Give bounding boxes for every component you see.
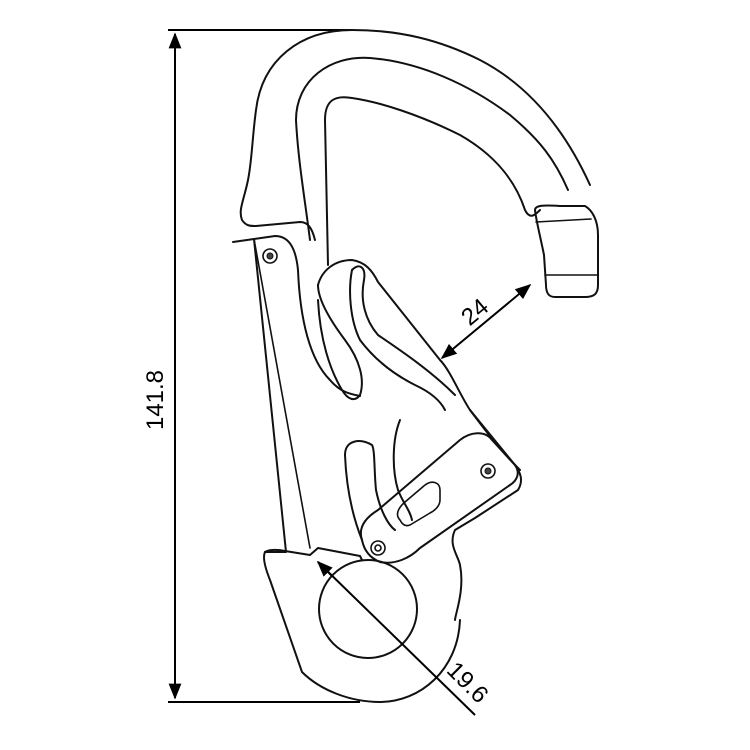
hook-inner-line: [324, 96, 541, 266]
lever-rivet-center-icon: [374, 544, 382, 552]
lock-assembly: [344, 409, 523, 621]
lock-slot-outer: [344, 454, 363, 541]
eye-top-edge: [264, 547, 363, 561]
height-label: 141.8: [142, 370, 169, 430]
hook-outer-spine: [239, 29, 353, 241]
gate-opening-dimension: 24: [440, 283, 532, 360]
hook-body: [239, 29, 599, 298]
gate-opening-label: 24: [456, 293, 494, 331]
hook-outer-arc: [351, 29, 591, 186]
gate-opening-dimension-line: [440, 283, 532, 360]
eye-diameter-dimension-line: [317, 561, 476, 716]
gate-rivet-center-icon: [484, 467, 492, 475]
lever-slot: [396, 481, 441, 527]
hook-middle-line: [295, 56, 569, 241]
eye-hole: [318, 559, 418, 659]
gate-fold-inner: [351, 265, 456, 396]
body-right-edge: [451, 409, 523, 621]
height-dimension: 141.8: [142, 29, 360, 703]
eye-diameter-dimension: 19.6: [316, 560, 493, 716]
lock-arc: [392, 419, 413, 521]
eye-diameter-arrow: [316, 560, 333, 577]
eye-outer-contour: [262, 551, 461, 703]
spine-plate-divider: [253, 238, 311, 549]
spine-plate-left-strip: [232, 238, 287, 553]
top-rivet-center-icon: [266, 252, 274, 260]
gate-lower-lip: [317, 284, 363, 401]
eye-base: [262, 547, 461, 703]
nose-groove-top: [535, 218, 592, 223]
hook-nose: [534, 204, 599, 298]
gate-fold-line: [349, 269, 446, 411]
lock-slot-left: [344, 440, 396, 531]
eye-diameter-label: 19.6: [441, 657, 493, 709]
spine-plate: [232, 235, 361, 553]
